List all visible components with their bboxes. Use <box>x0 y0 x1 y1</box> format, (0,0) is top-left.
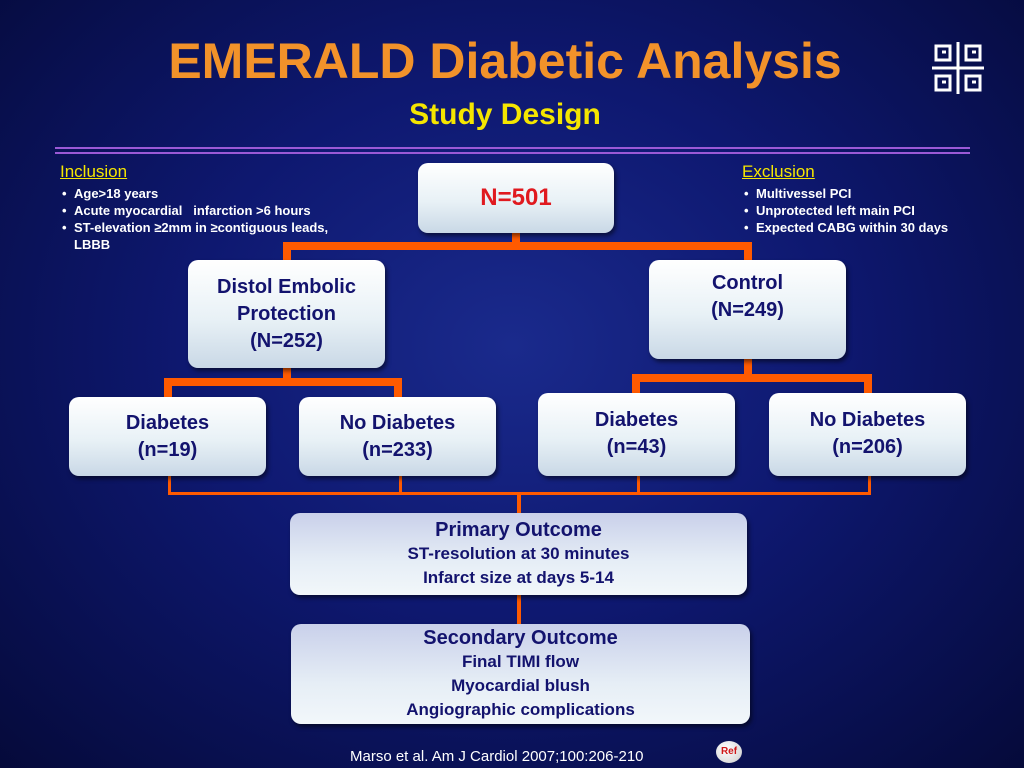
inclusion-item: ST-elevation ≥2mm in ≥contiguous leads, … <box>60 219 360 253</box>
exclusion-criteria: Exclusion Multivessel PCI Unprotected le… <box>742 162 1012 236</box>
box-label: Diabetes <box>125 411 210 434</box>
connector-line <box>744 242 752 264</box>
secondary-outcome-heading: Secondary Outcome <box>423 627 618 649</box>
exclusion-item: Multivessel PCI <box>742 185 1012 202</box>
total-population-label: N=501 <box>480 184 552 211</box>
secondary-outcome-box: Secondary Outcome Final TIMI flow Myocar… <box>291 624 750 724</box>
primary-outcome-item: ST-resolution at 30 minutes <box>407 544 630 563</box>
box-count: (N=252) <box>250 329 323 352</box>
protection-no-diabetes-box: No Diabetes (n=233) <box>299 397 496 476</box>
secondary-outcome-item: Angiographic complications <box>406 700 635 719</box>
box-count: (n=206) <box>832 436 903 458</box>
control-no-diabetes-box: No Diabetes (n=206) <box>769 393 966 476</box>
box-label: Protection <box>237 302 336 325</box>
inclusion-item: Age>18 years <box>60 185 360 202</box>
connector-line <box>394 378 402 400</box>
university-logo-icon <box>932 42 984 94</box>
box-count: (n=43) <box>606 436 667 458</box>
box-label: Distol Embolic <box>217 275 356 298</box>
connector-line <box>283 242 752 250</box>
connector-line <box>283 242 291 264</box>
connector-line <box>283 368 291 382</box>
connector-line <box>637 475 640 495</box>
exclusion-item: Unprotected left main PCI <box>742 202 1012 219</box>
exclusion-heading: Exclusion <box>742 162 815 181</box>
primary-outcome-box: Primary Outcome ST-resolution at 30 minu… <box>290 513 747 595</box>
connector-line <box>632 374 872 382</box>
connector-line <box>399 475 402 495</box>
box-count: (N=249) <box>711 299 784 321</box>
embolic-protection-box: Distol Embolic Protection (N=252) <box>188 260 385 368</box>
divider-line-top <box>55 147 970 149</box>
secondary-outcome-item: Myocardial blush <box>451 676 590 695</box>
primary-outcome-heading: Primary Outcome <box>435 519 602 541</box>
exclusion-item: Expected CABG within 30 days <box>742 219 1012 236</box>
box-label: Diabetes <box>594 409 679 431</box>
connector-line <box>168 475 171 495</box>
box-label: Control <box>711 272 784 294</box>
control-diabetes-box: Diabetes (n=43) <box>538 393 735 476</box>
inclusion-heading: Inclusion <box>60 162 128 181</box>
box-label: No Diabetes <box>339 411 456 434</box>
connector-line <box>864 374 872 396</box>
connector-line <box>517 492 521 514</box>
total-population-box: N=501 <box>418 163 614 233</box>
control-box: Control (N=249) <box>649 260 846 359</box>
box-label: No Diabetes <box>809 409 926 431</box>
secondary-outcome-item: Final TIMI flow <box>461 652 580 671</box>
connector-line <box>517 595 521 625</box>
connector-line <box>632 374 640 396</box>
connector-line <box>512 232 520 246</box>
citation-text: Marso et al. Am J Cardiol 2007;100:206-2… <box>350 748 644 765</box>
reference-button[interactable]: Ref <box>716 741 742 763</box>
slide-subtitle: Study Design <box>409 98 601 131</box>
primary-outcome-item: Infarct size at days 5-14 <box>423 568 614 587</box>
inclusion-item: Acute myocardial infarction >6 hours <box>60 202 360 219</box>
slide-title: EMERALD Diabetic Analysis <box>168 33 842 89</box>
box-count: (n=19) <box>137 438 198 461</box>
connector-line <box>164 378 402 386</box>
inclusion-criteria: Inclusion Age>18 years Acute myocardial … <box>60 162 360 253</box>
connector-line <box>164 378 172 400</box>
divider-line-bottom <box>55 152 970 154</box>
connector-line <box>744 358 752 378</box>
connector-line <box>868 475 871 495</box>
protection-diabetes-box: Diabetes (n=19) <box>69 397 266 476</box>
box-count: (n=233) <box>362 438 433 461</box>
